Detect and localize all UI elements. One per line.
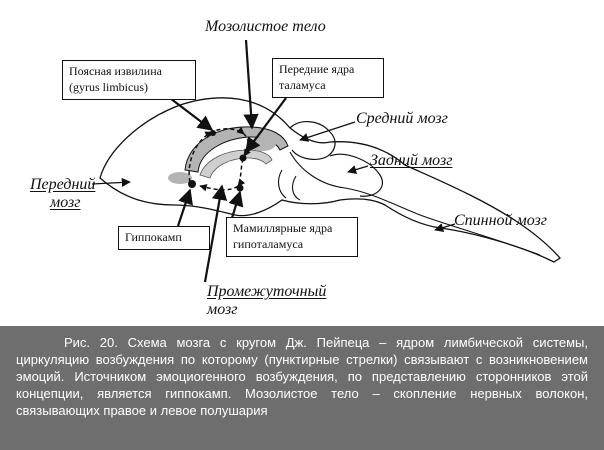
box-cingulate-gyrus: Поясная извилина (gyrus limbicus) — [62, 60, 196, 100]
cingulate-dot — [210, 130, 216, 136]
arrow-spinal — [434, 223, 456, 233]
hippocampus-shading — [168, 172, 192, 184]
brain-outline — [99, 97, 561, 263]
midbrain-outline — [289, 121, 336, 160]
box-hippocampus: Гиппокамп — [118, 226, 210, 250]
box-mamillary-line1: Мамиллярные ядра — [233, 221, 333, 235]
arrow-forebrain — [91, 177, 131, 187]
brainstem-line — [289, 151, 541, 256]
arrow-midbrain — [299, 121, 356, 142]
box-thalamus-line2: таламуса — [279, 77, 326, 92]
box-mamillary: Мамиллярные ядра гипоталамуса — [226, 217, 358, 257]
label-spinal-cord: Спинной мозг — [454, 212, 548, 229]
brain-drawing — [91, 39, 561, 283]
label-diencephalon-line1: Промежуточный — [207, 283, 327, 300]
mamillary-dot — [236, 184, 244, 192]
brain-diagram: Мозолистое тело Средний мозг Задний мозг… — [30, 18, 561, 320]
label-forebrain-line1: Передний — [30, 176, 96, 193]
arrow-corpus-callosum — [243, 39, 259, 130]
corpus-callosum-shape — [184, 126, 289, 173]
label-diencephalon-line2: мозг — [207, 301, 238, 319]
label-forebrain: Передний мозг — [30, 176, 95, 213]
figure-caption: Рис. 20. Схема мозга с кругом Дж. Пейпец… — [0, 326, 604, 450]
arrow-hippocampus — [176, 188, 193, 227]
label-hindbrain: Задний мозг — [370, 152, 453, 169]
arrow-diencephalon — [203, 184, 228, 283]
arrow-hindbrain — [347, 165, 369, 175]
caption-text: Рис. 20. Схема мозга с кругом Дж. Пейпец… — [16, 335, 588, 418]
hippocampus-dot — [188, 180, 196, 188]
box-cingulate-line2: (gyrus limbicus) — [69, 79, 148, 94]
label-midbrain: Средний мозг — [356, 110, 448, 127]
box-thalamus-line1: Передние ядра — [279, 62, 355, 76]
box-mamillary-line2: гипоталамуса — [233, 236, 304, 251]
thalamus-dot — [239, 154, 247, 162]
papez-circuit — [188, 126, 251, 192]
brainstem-bump — [277, 169, 301, 201]
box-hippocampus-line1: Гиппокамп — [125, 230, 182, 244]
label-diencephalon: Промежуточный мозг — [207, 283, 326, 320]
box-anterior-thalamus: Передние ядра таламуса — [272, 58, 384, 98]
label-corpus-callosum: Мозолистое тело — [205, 18, 326, 35]
arrow-thalamus — [245, 97, 287, 154]
label-forebrain-line2: мозг — [50, 194, 81, 212]
arrow-mamillary — [228, 190, 244, 219]
box-cingulate-line1: Поясная извилина — [69, 64, 162, 78]
fornix-shape — [199, 149, 273, 179]
